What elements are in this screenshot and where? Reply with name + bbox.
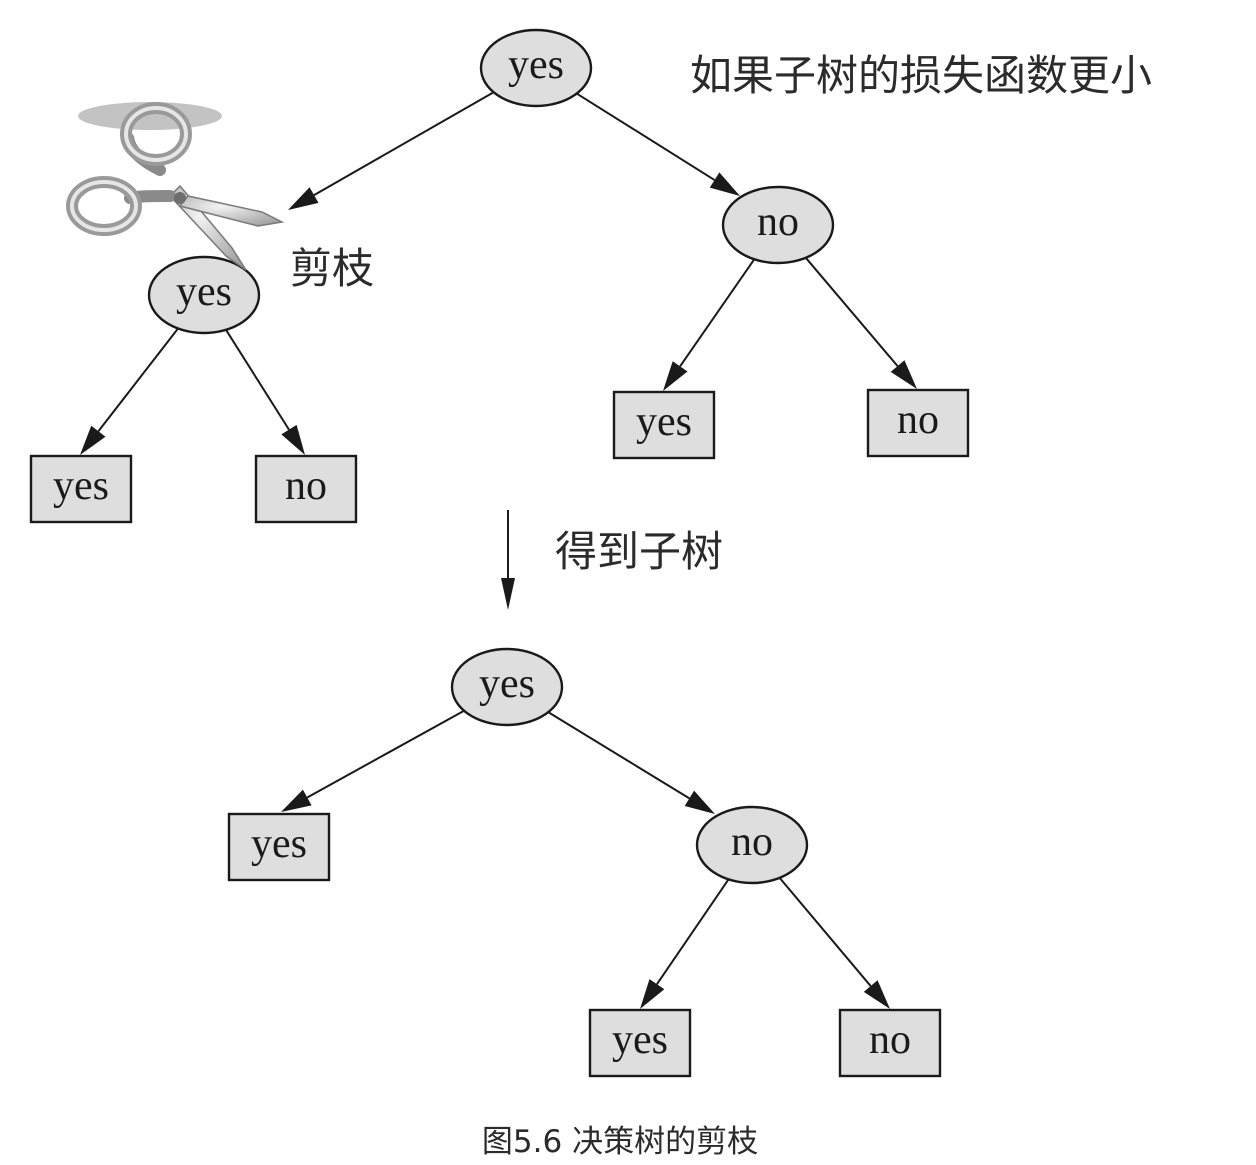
original-edge-o_root-o_left — [288, 91, 495, 210]
node-label: no — [897, 397, 939, 443]
figure-caption: 图5.6 决策树的剪枝 — [482, 1124, 758, 1160]
pruned-leaf-node-p_left: yes — [227, 812, 331, 882]
original-edge-o_right-o_rr — [805, 257, 917, 389]
edge-line — [547, 711, 690, 800]
node-box — [838, 1008, 942, 1078]
node-label: no — [731, 819, 773, 865]
edge-line — [313, 91, 495, 196]
node-label: yes — [53, 463, 109, 509]
node-ellipse — [147, 255, 261, 335]
node-label: no — [757, 199, 799, 245]
pruned-leaf-node-p_rl: yes — [588, 1008, 692, 1078]
arrowhead — [80, 425, 106, 455]
pruned-edge-p_right-p_rl — [640, 878, 730, 1009]
scissors-icon — [66, 102, 285, 271]
original-leaf-node-o_rr: no — [866, 388, 970, 458]
arrowhead — [281, 424, 305, 455]
original-leaf-node-o_rl: yes — [612, 390, 716, 460]
arrowhead — [890, 360, 917, 389]
original-decision-node-o_right: no — [721, 185, 835, 265]
node-label: no — [869, 1017, 911, 1063]
node-ellipse — [479, 28, 593, 108]
node-box — [29, 454, 133, 524]
pruned-edge-p_root-p_right — [547, 711, 715, 814]
edge-line — [656, 878, 730, 985]
node-box — [254, 454, 358, 524]
edges-layer — [80, 91, 917, 1009]
prune-note: 剪枝 — [290, 244, 374, 293]
node-label: yes — [636, 399, 692, 445]
edge-line — [679, 258, 756, 367]
arrowhead — [288, 187, 319, 210]
edge-line — [225, 329, 290, 431]
node-ellipse — [721, 185, 835, 265]
arrowhead — [863, 980, 890, 1009]
result-note: 得到子树 — [555, 527, 723, 576]
node-box — [612, 390, 716, 460]
edge-line — [306, 709, 465, 799]
pruned-edge-p_root-p_left — [281, 709, 465, 812]
nodes-layer: yes yes no yes no yes no yes yes no yes no — [29, 28, 970, 1078]
pruned-leaf-node-p_rr: no — [838, 1008, 942, 1078]
original-decision-node-o_root: yes — [479, 28, 593, 108]
transition-arrow — [501, 510, 515, 610]
arrowhead — [663, 361, 688, 391]
original-edge-o_right-o_rl — [663, 258, 756, 391]
original-decision-node-o_left: yes — [147, 255, 261, 335]
edge-line — [97, 327, 179, 432]
node-label: yes — [176, 269, 232, 315]
node-ellipse — [450, 647, 564, 727]
arrowhead — [684, 790, 715, 814]
pruned-edge-p_right-p_rr — [778, 877, 890, 1009]
original-leaf-node-o_lr: no — [254, 454, 358, 524]
node-label: yes — [479, 661, 535, 707]
edge-line — [805, 257, 899, 367]
node-box — [588, 1008, 692, 1078]
node-box — [227, 812, 331, 882]
node-label: yes — [612, 1017, 668, 1063]
node-label: yes — [508, 42, 564, 88]
original-edge-o_root-o_right — [576, 92, 740, 196]
arrowhead — [640, 979, 665, 1009]
arrowhead — [281, 789, 312, 812]
original-edge-o_left-o_lr — [225, 329, 305, 455]
pruned-decision-node-p_root: yes — [450, 647, 564, 727]
arrowhead — [709, 172, 740, 196]
edge-line — [576, 92, 716, 181]
node-label: yes — [251, 821, 307, 867]
original-edge-o_left-o_ll — [80, 327, 179, 455]
node-box — [866, 388, 970, 458]
edge-line — [778, 877, 872, 987]
original-leaf-node-o_ll: yes — [29, 454, 133, 524]
node-ellipse — [695, 805, 809, 885]
pruned-decision-node-p_right: no — [695, 805, 809, 885]
condition-note: 如果子树的损失函数更小 — [690, 51, 1152, 100]
node-label: no — [285, 463, 327, 509]
